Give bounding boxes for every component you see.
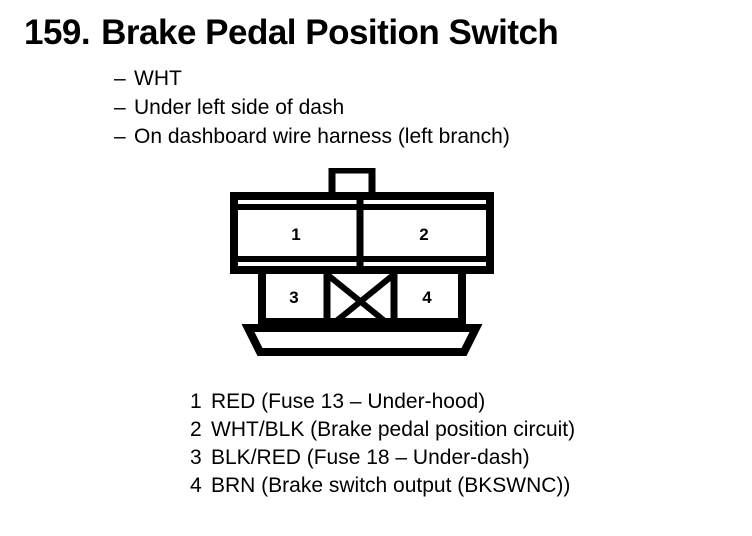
pin-legend-number: 4 [190, 474, 202, 497]
pin-legend-text: WHT/BLK (Brake pedal position circuit) [211, 418, 576, 441]
page-title-text: Brake Pedal Position Switch [101, 13, 559, 52]
description-item: –On dashboard wire harness (left branch) [114, 122, 510, 151]
pin-legend-number: 2 [190, 418, 202, 441]
pin-legend-text: BLK/RED (Fuse 18 – Under-dash) [211, 446, 530, 469]
cavity-label-1: 1 [291, 225, 300, 244]
connector-svg: 1 2 3 4 [230, 168, 494, 356]
description-list: –WHT –Under left side of dash –On dashbo… [114, 64, 510, 151]
connector-diagram: 1 2 3 4 [228, 168, 496, 360]
pin-legend-row: 3 BLK/RED (Fuse 18 – Under-dash) [190, 444, 575, 472]
description-item-label: On dashboard wire harness (left branch) [134, 125, 510, 148]
pin-legend: 1 RED (Fuse 13 – Under-hood) 2 WHT/BLK (Br… [190, 388, 575, 500]
pin-legend-text: RED (Fuse 13 – Under-hood) [211, 390, 486, 413]
pin-legend-row: 4 BRN (Brake switch output (BKSWNC)) [190, 472, 575, 500]
dash-bullet-icon: – [114, 67, 126, 90]
dash-bullet-icon: – [114, 96, 126, 119]
description-item-label: Under left side of dash [134, 96, 345, 119]
blank-cavity-x-icon [327, 273, 394, 330]
dash-bullet-icon: – [114, 125, 126, 148]
pin-legend-text: BRN (Brake switch output (BKSWNC)) [211, 474, 571, 497]
pin-legend-number: 3 [190, 446, 202, 469]
pin-legend-row: 1 RED (Fuse 13 – Under-hood) [190, 388, 575, 416]
description-item-label: WHT [134, 67, 182, 90]
cavity-label-2: 2 [419, 225, 428, 244]
cavity-label-3: 3 [289, 288, 298, 307]
cavity-label-4: 4 [422, 288, 432, 307]
description-item: –WHT [114, 64, 510, 93]
page-title-number: 159. [24, 13, 91, 52]
pin-legend-row: 2 WHT/BLK (Brake pedal position circuit) [190, 416, 575, 444]
pin-legend-number: 1 [190, 390, 202, 413]
connector-base [241, 324, 483, 356]
page-title: 159. Brake Pedal Position Switch [24, 12, 559, 54]
description-item: –Under left side of dash [114, 93, 510, 122]
